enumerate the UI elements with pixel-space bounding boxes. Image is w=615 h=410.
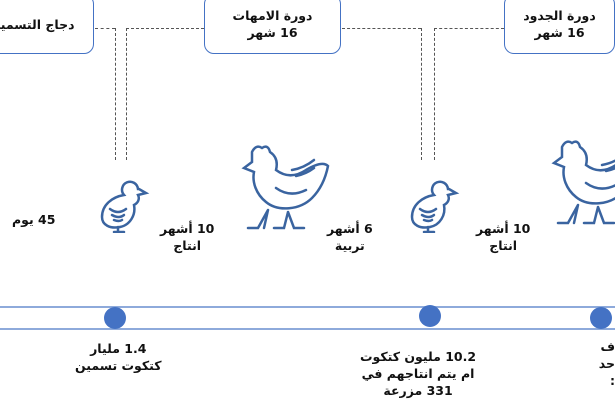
timeline-dot <box>419 305 441 327</box>
phase-duration: 6 أشهر <box>327 221 373 236</box>
chick-icon <box>410 180 460 233</box>
phase-rearing: 6 أشهر تربية <box>327 220 373 254</box>
milestone-line: 331 مزرعة <box>383 383 453 398</box>
milestone-line: حد <box>598 356 615 371</box>
parents-cycle-box: دورة الامهات 16 شهر <box>204 0 341 54</box>
grandparents-cycle-box: دورة الجدود 16 شهر <box>504 0 615 54</box>
timeline-line-top <box>0 306 615 308</box>
grandparents-cycle-title: دورة الجدود <box>523 8 596 23</box>
milestone-line: ف <box>600 339 615 354</box>
parents-cycle-duration: 16 شهر <box>247 25 298 40</box>
phase-duration: 10 أشهر <box>160 221 215 236</box>
grandparents-cycle-duration: 16 شهر <box>534 25 585 40</box>
hen-icon <box>241 145 330 230</box>
milestone-grandparents: ف حد : <box>599 338 615 389</box>
milestone-line: 10.2 مليون كتكوت <box>360 349 477 364</box>
timeline-line-bottom <box>0 328 615 330</box>
milestone-line: 1.4 مليار <box>90 341 147 356</box>
timeline-dot <box>590 307 612 329</box>
milestone-parents: 10.2 مليون كتكوت ام يتم انتاجهم في 331 م… <box>360 348 476 399</box>
phase-label: تربية <box>334 238 365 253</box>
milestone-broiler: 1.4 مليار كتكوت تسمين <box>75 340 162 374</box>
chick-icon <box>100 180 150 233</box>
phase-production-1: 10 أشهر انتاج <box>160 220 214 254</box>
broiler-cycle-box: دجاج التسمين <box>0 0 94 54</box>
phase-duration: 10 أشهر <box>476 221 531 236</box>
phase-production-2: 10 أشهر انتاج <box>476 220 530 254</box>
connector <box>342 28 421 29</box>
milestone-line: كتكوت تسمين <box>75 358 162 373</box>
connector <box>126 28 204 29</box>
connector <box>115 28 116 160</box>
milestone-line: : <box>610 373 615 388</box>
phase-label: انتاج <box>489 238 518 253</box>
broiler-cycle-title: دجاج التسمين <box>0 16 75 32</box>
milestone-line: ام يتم انتاجهم في <box>361 366 475 381</box>
connector <box>126 28 127 160</box>
connector <box>434 28 504 29</box>
phase-label: انتاج <box>173 238 202 253</box>
broiler-duration: 45 يوم <box>12 212 56 227</box>
parents-cycle-title: دورة الامهات <box>232 8 313 23</box>
connector <box>421 28 422 160</box>
timeline-dot <box>104 307 126 329</box>
connector <box>95 28 115 29</box>
connector <box>434 28 435 160</box>
hen-icon <box>551 140 615 225</box>
